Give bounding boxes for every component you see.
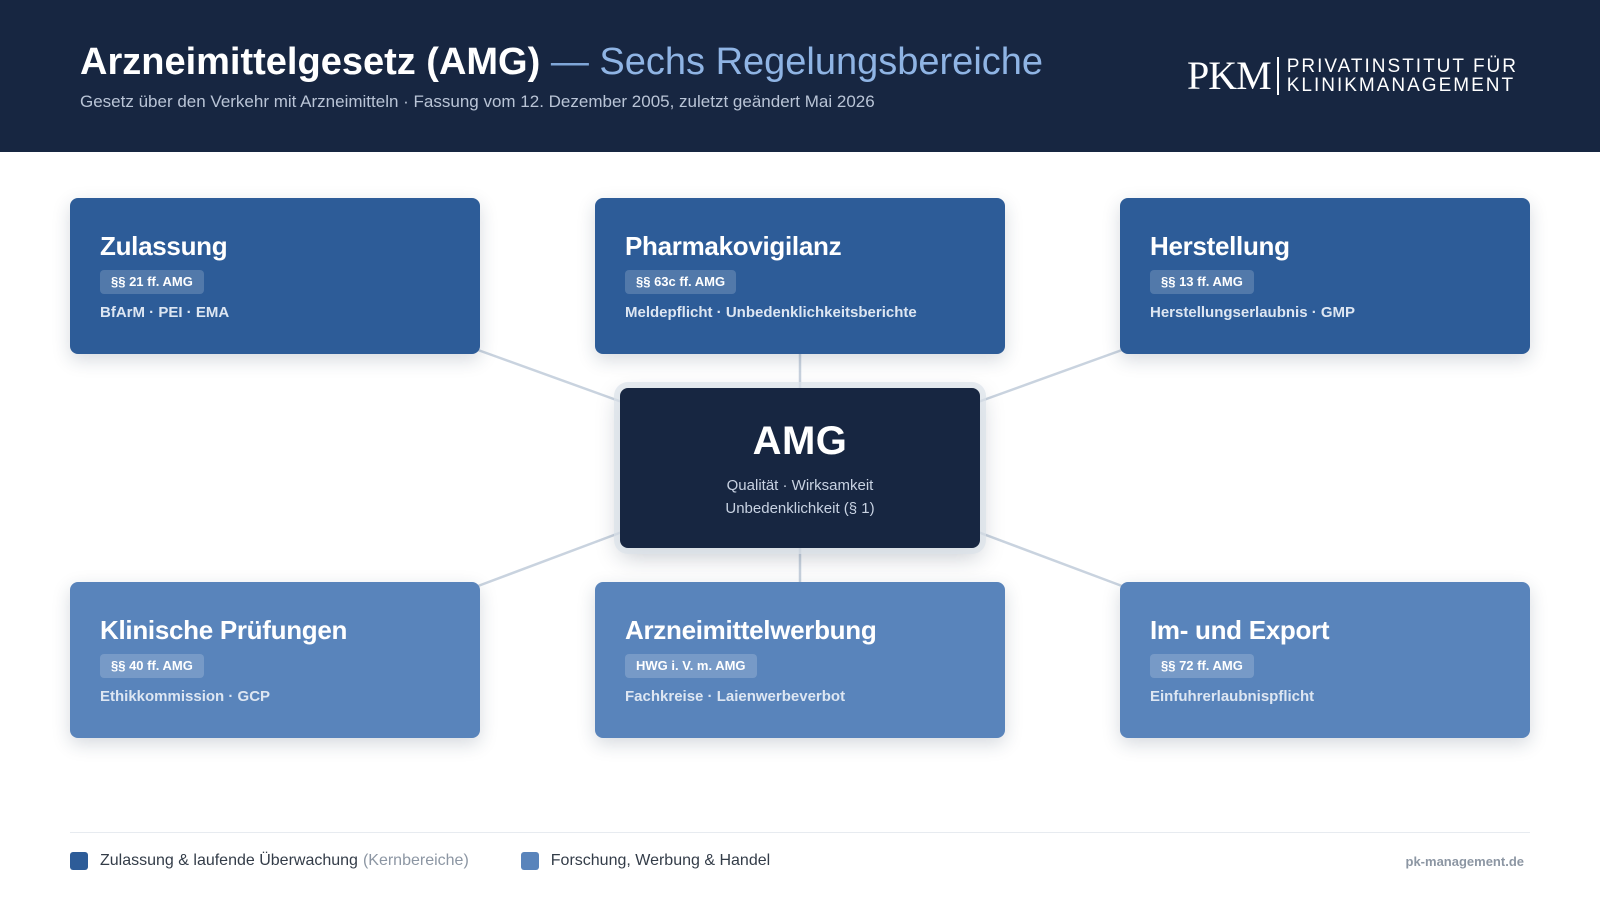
section-badge: §§ 21 ff. AMG <box>100 270 204 294</box>
page-subtitle: Gesetz über den Verkehr mit Arzneimittel… <box>80 92 875 111</box>
title-accent: Sechs Regelungsbereiche <box>599 41 1044 83</box>
hub-line-2: Unbedenklichkeit (§ 1) <box>725 500 875 517</box>
legend-label-core: Zulassung & laufende Überwachung <box>100 852 358 869</box>
card-title: Im- und Export <box>1150 615 1330 645</box>
logo-divider <box>1276 57 1279 95</box>
logo-line-1: PRIVATINSTITUT FÜR <box>1286 56 1518 77</box>
section-badge: §§ 72 ff. AMG <box>1150 654 1254 678</box>
hub-line-1: Qualität · Wirksamkeit <box>726 477 874 494</box>
page-title: Arzneimittelgesetz (AMG) — Sechs Regelun… <box>80 38 1043 86</box>
card-detail: Ethikkommission · GCP <box>100 688 271 705</box>
logo-wordmark: PRIVATINSTITUT FÜR KLINIKMANAGEMENT <box>1287 57 1518 95</box>
legend-label-support: Forschung, Werbung & Handel <box>550 852 771 869</box>
card-detail: Meldepflicht · Unbedenklichkeitsberichte <box>625 304 917 321</box>
section-badge: §§ 63c ff. AMG <box>625 270 737 294</box>
area-card-pharmakovigilanz: Pharmakovigilanz §§ 63c ff. AMG Meldepfl… <box>595 198 1005 354</box>
section-badge: HWG i. V. m. AMG <box>625 654 757 678</box>
amg-hub: AMG Qualität · Wirksamkeit Unbedenklichk… <box>620 388 980 548</box>
logo-mark: PKM <box>1187 53 1272 98</box>
card-detail: Herstellungserlaubnis · GMP <box>1150 304 1356 321</box>
card-title: Herstellung <box>1150 231 1290 261</box>
connector-im-export <box>977 530 1123 588</box>
title-main: Arzneimittelgesetz (AMG) <box>80 41 541 83</box>
legend-swatch-support <box>520 852 539 870</box>
header-bar: Arzneimittelgesetz (AMG) — Sechs Regelun… <box>0 0 1600 152</box>
legend-item-core: Zulassung & laufende Überwachung (Kernbe… <box>70 852 469 870</box>
hub-title: AMG <box>752 419 848 463</box>
card-title: Pharmakovigilanz <box>625 231 842 261</box>
area-card-klinische-pruefungen: Klinische Prüfungen §§ 40 ff. AMG Ethikk… <box>70 582 480 738</box>
area-card-zulassung: Zulassung §§ 21 ff. AMG BfArM · PEI · EM… <box>70 198 480 354</box>
legend: Zulassung & laufende Überwachung (Kernbe… <box>70 852 822 870</box>
legend-item-support: Forschung, Werbung & Handel <box>520 852 771 870</box>
card-detail: Einfuhrerlaubnispflicht <box>1150 688 1315 705</box>
card-detail: Fachkreise · Laienwerbeverbot <box>625 688 846 705</box>
area-card-herstellung: Herstellung §§ 13 ff. AMG Herstellungser… <box>1120 198 1530 354</box>
connector-klinische-pruefungen <box>477 530 623 588</box>
connector-herstellung <box>977 348 1123 404</box>
website-link[interactable]: pk-management.de <box>1405 854 1524 869</box>
section-badge: §§ 13 ff. AMG <box>1150 270 1254 294</box>
title-separator: — <box>550 41 589 83</box>
legend-note-core: (Kernbereiche) <box>362 852 469 869</box>
section-badge: §§ 40 ff. AMG <box>100 654 204 678</box>
logo-line-2: KLINIKMANAGEMENT <box>1286 75 1516 96</box>
area-card-arzneimittelwerbung: Arzneimittelwerbung HWG i. V. m. AMG Fac… <box>595 582 1005 738</box>
connector-zulassung <box>477 348 623 404</box>
pkm-logo: PKM PRIVATINSTITUT FÜR KLINIKMANAGEMENT <box>1187 56 1518 96</box>
area-card-im-und-export: Im- und Export §§ 72 ff. AMG Einfuhrerla… <box>1120 582 1530 738</box>
legend-swatch-core <box>70 852 88 870</box>
card-title: Klinische Prüfungen <box>100 615 348 645</box>
card-detail: BfArM · PEI · EMA <box>100 304 230 321</box>
card-title: Arzneimittelwerbung <box>625 615 877 645</box>
card-title: Zulassung <box>100 231 228 261</box>
footer-divider <box>70 832 1530 833</box>
